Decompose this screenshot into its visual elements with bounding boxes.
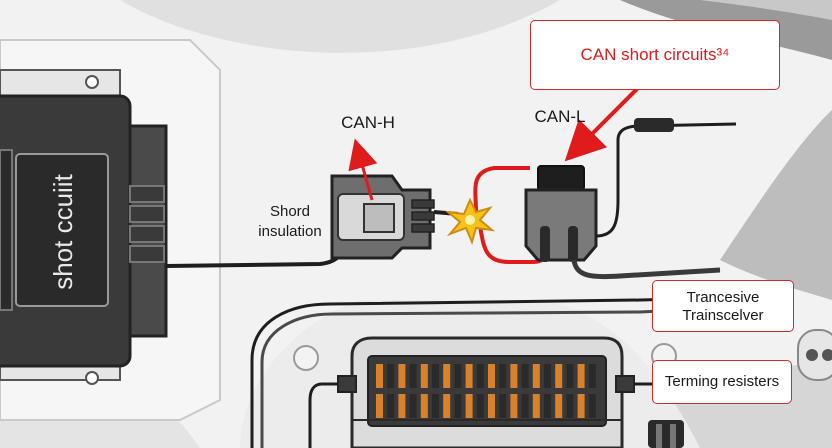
chip-pin <box>376 364 383 388</box>
spark-burst-icon <box>444 197 496 245</box>
terminating-callout-text: Terming resisters <box>664 373 780 390</box>
chip-pin <box>376 394 383 418</box>
chip-pin <box>521 394 529 418</box>
edge-connector <box>797 329 832 381</box>
module-label-panel <box>15 153 109 307</box>
chip-pin <box>476 394 484 418</box>
chip-pin <box>420 364 428 388</box>
chip-pin <box>465 394 473 418</box>
can-l-connector <box>524 165 598 262</box>
transceiver-callout: Trancesive Trainscelver <box>652 280 794 332</box>
chip-pin <box>432 394 439 418</box>
chip-pin <box>544 364 551 388</box>
chip-pin <box>409 394 417 418</box>
chip-pin <box>532 394 540 418</box>
module-label: shot ccuiit <box>48 173 78 289</box>
chip-pin <box>387 364 395 388</box>
transceiver-chip <box>350 336 624 448</box>
chip-pin <box>398 364 406 388</box>
chip-pin <box>488 364 495 388</box>
chip-pin <box>465 364 473 388</box>
inline-plug <box>634 118 674 132</box>
chip-pin <box>499 364 507 388</box>
chip-pin <box>387 394 395 418</box>
chip-pin <box>588 394 596 418</box>
chip-pin <box>409 364 417 388</box>
shord-label-line2: insulation <box>258 223 321 240</box>
can-short-callout: CAN short circuits³⁴ <box>530 20 780 90</box>
can-short-callout-text: CAN short circuits³⁴ <box>580 45 730 64</box>
chip-pin <box>454 394 462 418</box>
can-l-label: CAN-L <box>534 107 585 126</box>
chip-pin <box>420 394 428 418</box>
bus-cable-outer <box>250 296 721 448</box>
chip-pin <box>510 364 518 388</box>
chip-pin <box>555 364 563 388</box>
chip-pin <box>454 364 462 388</box>
can-l-wire <box>571 259 721 280</box>
chip-pin <box>566 364 574 388</box>
terminator-plug <box>648 420 684 448</box>
upper-right-wire <box>595 122 737 238</box>
chip-pin <box>577 364 585 388</box>
chip-pin <box>432 364 439 388</box>
chip-pin <box>555 394 563 418</box>
chip-pin <box>476 364 484 388</box>
can-h-connector <box>330 174 435 260</box>
bus-cable-inner <box>260 306 721 448</box>
chip-pin <box>588 364 596 388</box>
terminating-callout: Terming resisters <box>652 360 792 404</box>
mount-hole <box>293 345 319 371</box>
chip-side-plugs <box>308 375 656 448</box>
chip-pin <box>521 364 529 388</box>
chip-pin <box>443 394 451 418</box>
shord-label-line1: Shord <box>270 203 310 220</box>
transceiver-callout-line2: Trainscelver <box>682 307 764 324</box>
chip-pin <box>566 394 574 418</box>
can-h-pointer-arrow <box>348 138 378 201</box>
chip-pin <box>577 394 585 418</box>
callout-pointer-arrow <box>564 84 642 162</box>
chip-pin <box>443 364 451 388</box>
chip-pin <box>488 394 495 418</box>
chip-pin <box>544 394 551 418</box>
transceiver-callout-line1: Trancesive <box>686 289 760 306</box>
chip-pin <box>532 364 540 388</box>
can-h-label: CAN-H <box>341 113 395 132</box>
chip-pin <box>398 394 406 418</box>
chip-pin <box>510 394 518 418</box>
chip-pin <box>499 394 507 418</box>
